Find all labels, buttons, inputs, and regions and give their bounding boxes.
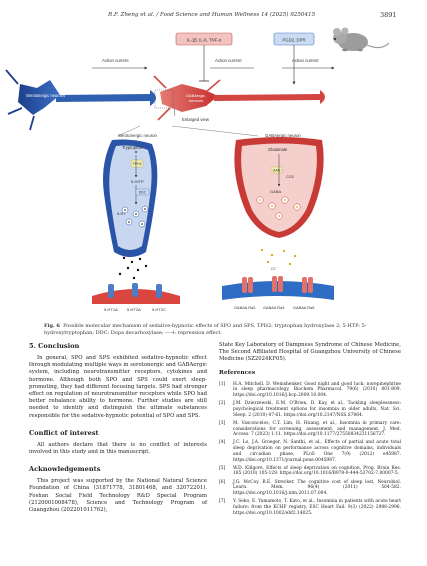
reference-item: [7]Y. Seko, E. Yamamoto, T. Kato, et al.… (219, 499, 401, 516)
zoom-line-right (171, 125, 259, 137)
enlarged-view-label: Enlarged view (182, 117, 210, 122)
reference-item: [4]J.C. Lo, J.A. Groeger, N. Santhi, et … (219, 440, 401, 463)
reference-item: [3]M. Vasconcelos, C.T. Lim, H. Huang, e… (219, 420, 401, 438)
conflict-paragraph: All authors declare that there is no con… (29, 441, 207, 456)
gaba-a-receptors (242, 276, 313, 293)
running-header: R.F. Zheng et al. / Food Science and Hum… (0, 8, 427, 22)
serotonergic-neuron-title: Serotonergic neuron (118, 133, 158, 138)
gaba-receptor-label-1: GABAA Ra2 (234, 305, 255, 310)
conclusion-paragraph: In general, SPO and SPS exhibited sedati… (29, 355, 207, 419)
reference-item: [6]J.G. McCoy, R.E. Strecker, The cognit… (219, 479, 401, 497)
caption-text: Possible molecular mechanism of sedative… (44, 323, 367, 336)
acknowledgements-paragraph: This project was supported by the Nation… (29, 478, 207, 514)
receptor-label-1: 5-HT1A (104, 307, 118, 312)
cl-label: Cl⁻ (271, 267, 277, 271)
serotonergic-neuron-cell (5, 69, 150, 131)
mouse-icon (333, 27, 390, 52)
figure-caption: Fig. 6 Possible molecular mechanism of s… (44, 323, 384, 336)
receptor-5ht2c (156, 284, 162, 298)
acknowledgements-continued: State Key Laboratory of Dampness Syndrom… (219, 342, 401, 363)
page-number: 3891 (380, 11, 397, 19)
figure-6: IL-1β, IL-6, TNF-α PGD2, DPR Action curr… (5, 27, 390, 312)
receptor-label-2: 5-HT2A (127, 307, 141, 312)
drug-label: PGD2, DPR (282, 38, 305, 43)
released-serotonin-dots (118, 256, 148, 280)
serotonin-vesicles (121, 205, 149, 228)
action-current-center-label: Action current (215, 58, 242, 63)
co2-label: CO2 (286, 175, 294, 179)
gaba-label: GABA (270, 189, 281, 194)
reference-item: [1]H.A. Mitchell, D. Weinshenker, Good n… (219, 381, 401, 399)
serotonergic-neurons-label: Serotonergic neurons (26, 93, 65, 98)
5ht-label: 5-HT (117, 211, 126, 216)
caption-label: Fig. 6 (44, 323, 60, 329)
gabaergic-neuron-title: GABAergic neuron (265, 133, 301, 138)
cytokine-label: IL-1β, IL-6, TNF-α (187, 38, 222, 43)
references-heading: References (219, 369, 256, 376)
gaba-receptor-label-2: GABAA Ra3 (263, 305, 284, 310)
tryptophan-label: Tryptophan (122, 145, 144, 150)
reference-item: [2]J.M. Dzierzewski, E.M. O'Brien, D. Ka… (219, 401, 401, 418)
gabaergic-neurons-label-1: GABAergic (186, 93, 205, 98)
running-title: R.F. Zheng et al. / Food Science and Hum… (108, 12, 316, 18)
acknowledgements-heading: Acknowledgements (29, 465, 101, 474)
action-current-left-label: Action current (102, 58, 129, 63)
left-column: 5. Conclusion In general, SPO and SPS ex… (29, 342, 207, 520)
glutamate-label: Glutamate (268, 147, 288, 152)
tryptophan-dot (134, 150, 138, 154)
enlarged-view-leader (173, 107, 176, 117)
tph2-label: TPH2 (132, 162, 141, 166)
enlarged-view-box (154, 89, 174, 109)
zoom-line-left (117, 125, 141, 137)
5htp-label: 5-HITP (131, 179, 144, 184)
ddc-label: DDC (139, 191, 147, 195)
reference-item: [5]W.D. Killgore, Effects of sleep depri… (219, 465, 401, 477)
receptor-5ht1a (108, 284, 114, 298)
tph2-box (130, 159, 144, 168)
receptor-5ht2a (132, 283, 138, 297)
right-column: State Key Laboratory of Dampness Syndrom… (219, 342, 401, 519)
gabaergic-neurons-label-2: neurons (189, 98, 203, 103)
conflict-heading: Conflict of interest (29, 428, 99, 437)
gaba-vesicles (256, 196, 301, 220)
gabaergic-neuron-cell (153, 75, 325, 121)
gad-label: GAD (273, 169, 281, 173)
ddc-box (135, 188, 150, 196)
gaba-receptor-label-3: GABAA Ra5 (293, 305, 314, 310)
receptor-label-3: 5-HT2C (152, 307, 166, 312)
action-current-right-label: Action current (292, 58, 319, 63)
released-gaba-dots (260, 248, 297, 266)
conclusion-heading: 5. Conclusion (29, 342, 80, 350)
axon-terminal (150, 90, 156, 106)
